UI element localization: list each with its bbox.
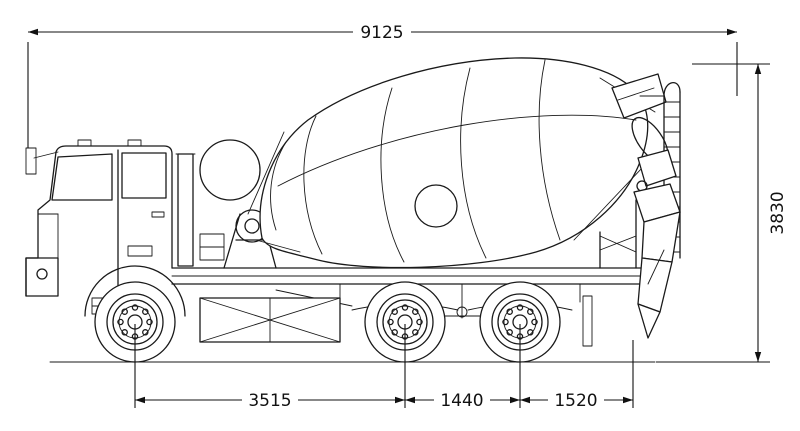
toolbox bbox=[199, 297, 341, 343]
water-tank bbox=[199, 139, 261, 201]
dimension-axle-spacings: 3515 1440 1520 bbox=[134, 324, 634, 411]
air-intake-stack bbox=[177, 153, 194, 267]
rear-pedestal bbox=[599, 199, 637, 269]
overall-height-label: 3830 bbox=[768, 191, 788, 234]
door-window bbox=[121, 152, 167, 199]
cab bbox=[25, 139, 196, 317]
mirror bbox=[25, 147, 37, 175]
rear-overhang-label: 1520 bbox=[554, 391, 597, 411]
mudflap bbox=[582, 295, 593, 347]
front-bumper bbox=[25, 257, 59, 297]
cab-logo bbox=[127, 245, 153, 257]
discharge-chute bbox=[631, 116, 681, 339]
manhole-cover bbox=[414, 184, 458, 228]
front-wheel-arch bbox=[84, 265, 186, 317]
overall-length-label: 9125 bbox=[360, 23, 403, 43]
mixer-drum bbox=[247, 57, 656, 269]
headlight bbox=[36, 268, 48, 280]
dimension-overall-height: 3830 bbox=[656, 63, 788, 363]
door-handle bbox=[151, 211, 165, 218]
roof-marker-lamp bbox=[127, 139, 142, 147]
dimension-overall-length: 9125 bbox=[27, 21, 738, 148]
windshield bbox=[51, 153, 113, 201]
rear-axle-spacing-label: 1440 bbox=[440, 391, 483, 411]
roof-marker-lamp bbox=[77, 139, 92, 147]
front-to-rear-axle-label: 3515 bbox=[248, 391, 291, 411]
